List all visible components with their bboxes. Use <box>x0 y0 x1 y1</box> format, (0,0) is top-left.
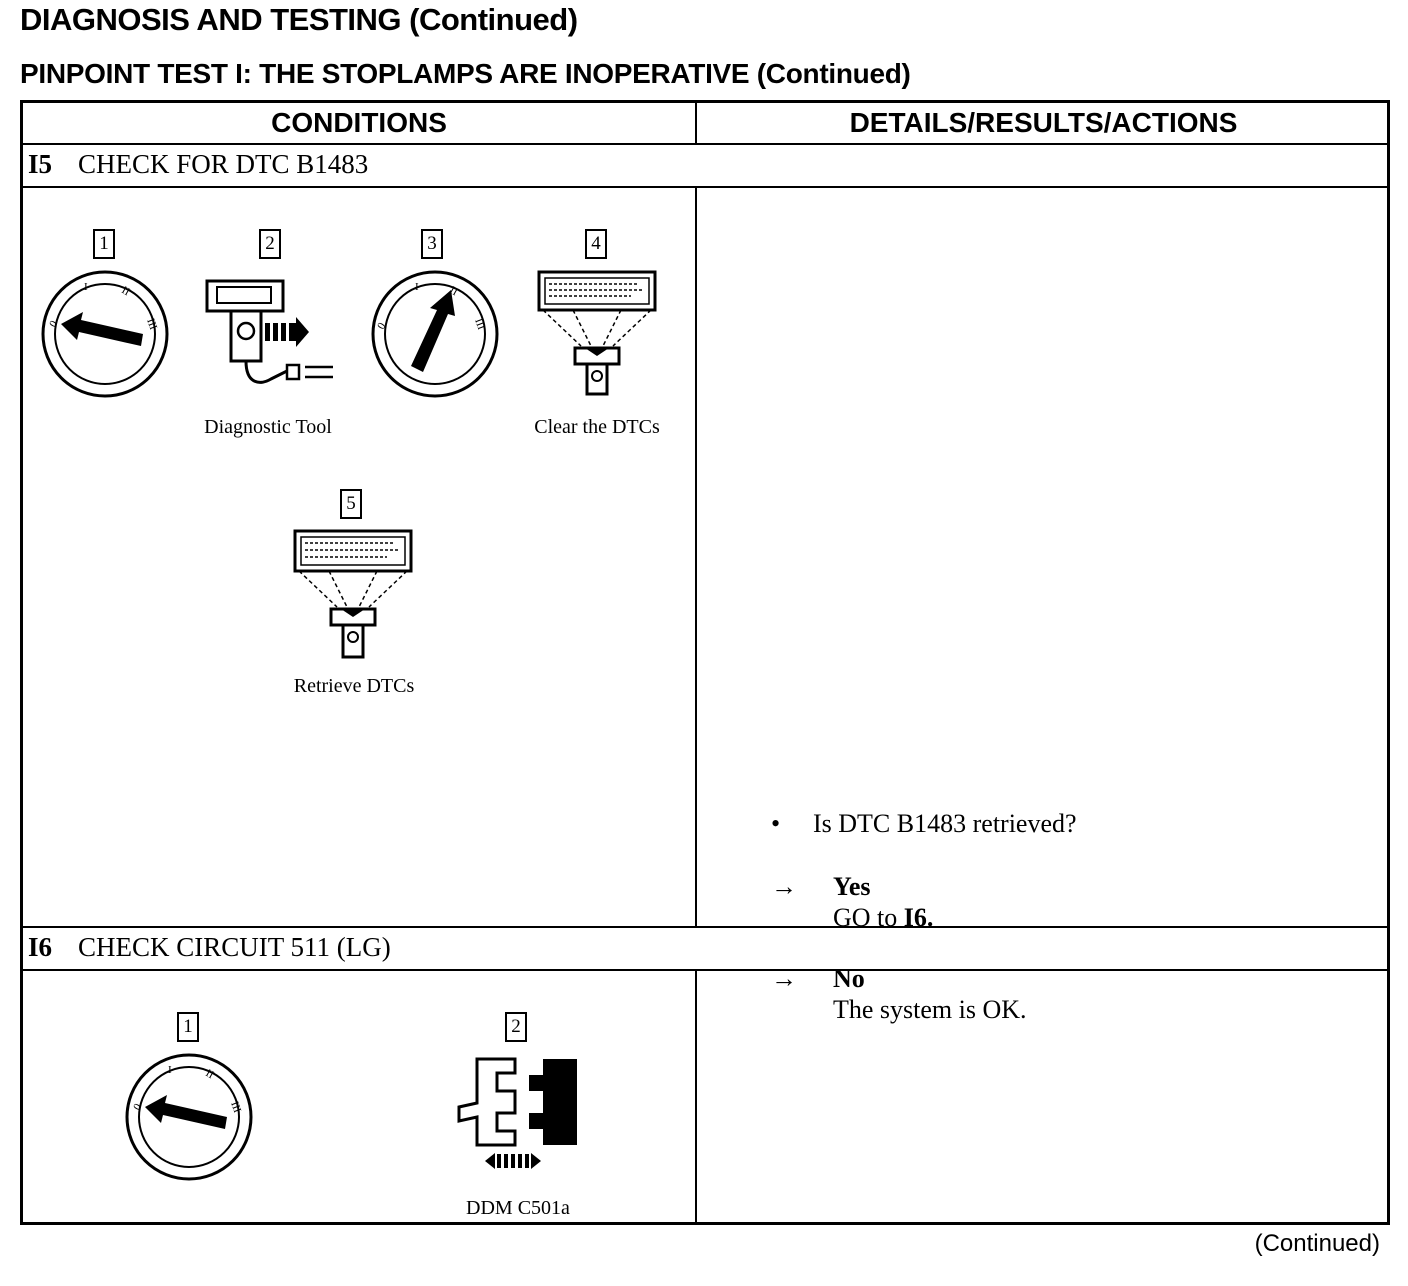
continued-footer: (Continued) <box>1254 1230 1380 1257</box>
result-answer: No <box>833 964 865 993</box>
svg-text:I: I <box>168 1064 172 1076</box>
figure-number: 4 <box>585 229 607 259</box>
column-header-details: DETAILS/RESULTS/ACTIONS <box>849 107 1238 138</box>
figure-number: 2 <box>505 1012 527 1042</box>
scan-tool-display-icon <box>537 270 657 396</box>
svg-text:III: III <box>472 317 487 332</box>
connector-disconnect-icon <box>457 1057 577 1169</box>
step-title-i5: I5 CHECK FOR DTC B1483 <box>28 149 368 180</box>
svg-text:III: III <box>144 317 159 332</box>
svg-text:III: III <box>228 1100 243 1115</box>
diagnostic-tool-icon <box>205 279 333 384</box>
figure-caption: Retrieve DTCs <box>293 675 415 697</box>
question: •Is DTC B1483 retrieved? <box>771 809 1077 838</box>
step-id: I6 <box>28 932 53 962</box>
ignition-switch-off-icon: 0 I II III <box>41 270 169 398</box>
pinpoint-test-title: PINPOINT TEST I: THE STOPLAMPS ARE INOPE… <box>20 58 911 89</box>
column-header-conditions: CONDITIONS <box>271 107 447 138</box>
svg-text:I: I <box>415 281 419 293</box>
svg-text:0: 0 <box>47 318 60 329</box>
figure-caption: Clear the DTCs <box>534 416 660 438</box>
result-action: The system is OK. <box>833 995 1027 1024</box>
figure-number: 1 <box>93 229 115 259</box>
figure-number: 1 <box>177 1012 199 1042</box>
result-punctuation: . <box>926 903 934 932</box>
figure-number: 5 <box>340 489 362 519</box>
result-answer: Yes <box>833 872 871 901</box>
ignition-switch-run-icon: 0 I II III <box>371 270 499 398</box>
step-title-text: CHECK CIRCUIT 511 (LG) <box>78 932 391 962</box>
figure-number: 2 <box>259 229 281 259</box>
result-action: GO to <box>833 903 904 932</box>
figure-caption: Diagnostic Tool <box>204 416 332 438</box>
arrow-icon: → <box>771 964 797 993</box>
svg-text:0: 0 <box>131 1101 144 1112</box>
step-title-i6: I6 CHECK CIRCUIT 511 (LG) <box>28 932 391 963</box>
arrow-icon: → <box>771 872 797 901</box>
svg-text:0: 0 <box>375 320 388 331</box>
ignition-switch-off-icon: 0 I II III <box>125 1053 253 1181</box>
figure-caption: DDM C501a <box>466 1197 570 1219</box>
step-id: I5 <box>28 149 53 179</box>
svg-text:I: I <box>84 281 88 293</box>
scan-tool-display-icon <box>293 529 413 659</box>
figure-number: 3 <box>421 229 443 259</box>
goto-link[interactable]: I6 <box>903 903 927 932</box>
question-text: Is DTC B1483 retrieved? <box>813 809 1077 838</box>
step-title-text: CHECK FOR DTC B1483 <box>78 149 369 179</box>
page-title: DIAGNOSIS AND TESTING (Continued) <box>20 2 578 37</box>
